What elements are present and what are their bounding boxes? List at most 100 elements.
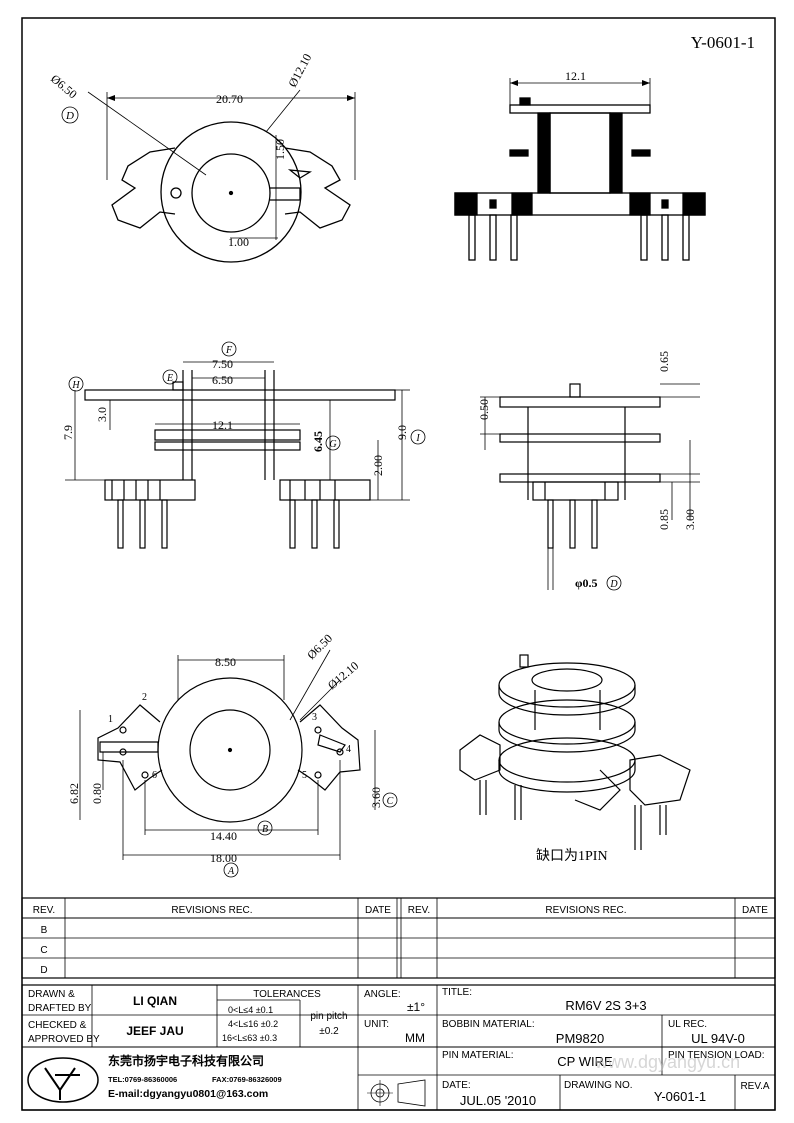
front-callout-g: G: [325, 435, 341, 451]
bottom-callout-b: B: [257, 820, 273, 836]
bottom-dim-360: 3.60: [369, 787, 383, 808]
front-view: [65, 361, 410, 549]
company-fax: FAX:0769-86326009: [212, 1075, 282, 1084]
bobbin-label: BOBBIN MATERIAL:: [442, 1019, 535, 1030]
drawing-no-value: Y-0601-1: [654, 1089, 706, 1104]
iso-caption: 缺口为1PIN: [536, 848, 608, 864]
right-view: [480, 383, 700, 590]
rev-left-header-desc: REVISIONS REC.: [171, 905, 252, 916]
rev-value: REV.A: [740, 1081, 769, 1092]
svg-text:D: D: [609, 579, 618, 590]
front-dim-f: 7.50: [212, 357, 233, 371]
company-tel: TEL:0769-86360006: [108, 1075, 177, 1084]
svg-text:F: F: [225, 345, 233, 356]
front-callout-i: I: [410, 429, 426, 445]
bottom-callout-c: C: [382, 792, 398, 808]
right-dim-lower: 0.85: [657, 509, 671, 530]
right-callout-d: D: [606, 575, 622, 591]
pin-label-6: 6: [152, 770, 157, 781]
pin-label-3: 3: [312, 712, 317, 723]
rev-right-header-date: DATE: [742, 905, 768, 916]
svg-text:E: E: [166, 373, 173, 384]
title-block: [21, 984, 776, 1111]
pin-pitch-value: ±0.2: [319, 1026, 339, 1037]
rev-row-c: C: [40, 945, 47, 956]
drawn-label-2: DRAFTED BY: [28, 1003, 92, 1014]
tol-2: 4<L≤16 ±0.2: [228, 1019, 278, 1029]
bottom-dim-080: 0.80: [90, 783, 104, 804]
company-email: E-mail:dgyangyu0801@163.com: [108, 1088, 268, 1100]
rev-right-header-desc: REVISIONS REC.: [545, 905, 626, 916]
drawing-no-label: DRAWING NO.: [564, 1080, 633, 1091]
pin-label-1: 1: [108, 714, 113, 725]
sheet-border: [21, 17, 776, 1111]
bottom-callout-a: A: [223, 862, 239, 878]
top-dim-slot-depth: 1.50: [273, 139, 287, 160]
rev-left-header-date: DATE: [365, 905, 391, 916]
pin-label-5: 5: [302, 770, 307, 781]
front-dim-h-upper: 3.0: [95, 407, 109, 422]
top-dim-width: 20.70: [216, 92, 243, 106]
checked-label-2: APPROVED BY: [28, 1034, 100, 1045]
top-dim-slot-width: 1.00: [228, 235, 249, 249]
ul-label: UL REC.: [668, 1019, 707, 1030]
rev-row-d: D: [40, 965, 47, 976]
front-dim-mid: 12.1: [212, 418, 233, 432]
revision-table: [21, 897, 776, 979]
right-dim-flange: 0.50: [477, 399, 491, 420]
date-value: JUL.05 '2010: [460, 1093, 536, 1108]
bottom-dim-682: 6.82: [67, 783, 81, 804]
pin-label-4: 4: [346, 744, 351, 755]
top-view: [87, 89, 356, 263]
right-dim-pin-len: 3.00: [683, 509, 697, 530]
angle-value: ±1°: [407, 1000, 425, 1014]
pin-label-2: 2: [142, 692, 147, 703]
svg-text:G: G: [329, 439, 336, 450]
svg-text:I: I: [415, 433, 420, 444]
front-dim-base: 2.00: [371, 455, 385, 476]
side-view-top: [454, 78, 706, 261]
date-label: DATE:: [442, 1080, 471, 1091]
front-dim-e: 6.50: [212, 373, 233, 387]
front-callout-f: F: [221, 341, 237, 357]
tol-1: 0<L≤4 ±0.1: [228, 1005, 273, 1015]
svg-text:H: H: [71, 380, 80, 391]
bottom-dim-85: 8.50: [215, 655, 236, 669]
unit-value: MM: [405, 1031, 425, 1045]
rev-left-header-rev: REV.: [33, 905, 55, 916]
drawn-value: LI QIAN: [133, 994, 177, 1008]
title-label: TITLE:: [442, 987, 472, 998]
company-name: 东莞市扬宇电子科技有限公司: [108, 1053, 264, 1068]
checked-value: JEEF JAU: [126, 1024, 183, 1038]
tolerances-label: TOLERANCES: [253, 989, 321, 1000]
front-dim-g: 6.45: [311, 431, 325, 452]
rev-row-b: B: [41, 925, 48, 936]
pin-tension-label: PIN TENSION LOAD:: [668, 1050, 765, 1061]
svg-text:A: A: [227, 866, 235, 877]
iso-view: [459, 654, 691, 850]
svg-text:D: D: [65, 110, 74, 122]
pin-pitch-label: pin pitch: [310, 1011, 347, 1022]
top-dim-inner-dia: Ø6.50: [48, 72, 80, 102]
right-dim-pin-top: 0.65: [657, 351, 671, 372]
checked-label-1: CHECKED &: [28, 1020, 87, 1031]
front-callout-h: H: [68, 376, 84, 392]
top-dim-outer-dia: Ø12.10: [285, 51, 314, 89]
bottom-dim-outer-dia: Ø12.10: [325, 659, 361, 693]
tol-3: 16<L≤63 ±0.3: [222, 1033, 277, 1043]
bottom-dim-inner-dia: Ø6.50: [304, 631, 335, 662]
bobbin-value: PM9820: [556, 1031, 604, 1046]
bottom-view: [79, 649, 376, 860]
bottom-dim-1440: 14.40: [210, 829, 237, 843]
top-callout-d: D: [61, 106, 79, 124]
watermark: www.dgyangyu.cn: [594, 1052, 740, 1072]
side-dim-width: 12.1: [565, 69, 586, 83]
ul-value: UL 94V-0: [691, 1031, 745, 1046]
drawing-code: Y-0601-1: [691, 33, 755, 52]
bottom-dim-1800: 18.00: [210, 851, 237, 865]
right-dim-pin-dia: φ0.5: [575, 576, 598, 590]
front-callout-e: E: [162, 369, 178, 385]
drawn-label-1: DRAWN &: [28, 989, 75, 1000]
angle-label: ANGLE:: [364, 989, 401, 1000]
